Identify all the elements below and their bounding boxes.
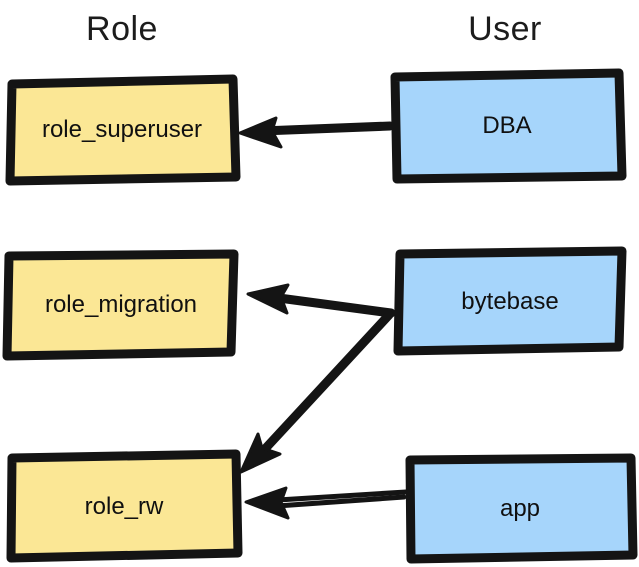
node-shape-sketch xyxy=(6,449,243,563)
edge-bytebase-to-role-migration[interactable] xyxy=(246,283,396,318)
node-role-migration[interactable]: role_migration xyxy=(2,249,239,361)
edge-app-to-role-rw[interactable] xyxy=(244,486,409,520)
edge-bytebase-to-role-rw[interactable] xyxy=(239,310,394,474)
node-bytebase[interactable]: bytebase xyxy=(393,246,627,356)
column-header-user: User xyxy=(468,10,542,48)
node-dba[interactable]: DBA xyxy=(390,68,627,184)
node-role-rw[interactable]: role_rw xyxy=(6,449,243,563)
node-shape-sketch xyxy=(405,453,638,564)
node-app[interactable]: app xyxy=(405,453,638,564)
node-shape-sketch xyxy=(2,249,239,361)
edge-dba-to-role-superuser[interactable] xyxy=(238,116,395,149)
node-shape-sketch xyxy=(390,68,627,184)
column-header-role: Role xyxy=(86,10,158,48)
node-role-superuser[interactable]: role_superuser xyxy=(5,74,241,186)
node-shape-sketch xyxy=(393,246,627,356)
node-shape-sketch xyxy=(5,74,241,186)
